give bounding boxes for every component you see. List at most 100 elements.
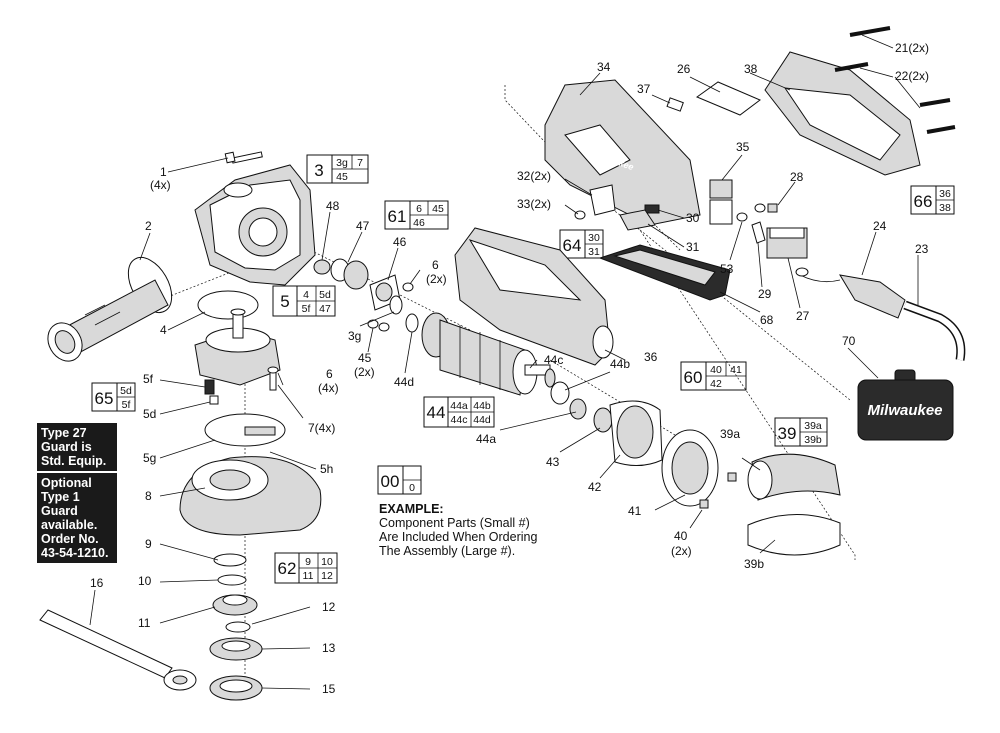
part-3g-ring: [389, 295, 403, 315]
svg-text:5f: 5f: [302, 303, 311, 315]
part-5f-5d-spring-pin: [204, 379, 219, 405]
example-title: EXAMPLE:: [379, 502, 444, 516]
callout-42: 42: [588, 480, 602, 494]
callout-5h: 5h: [320, 462, 333, 476]
svg-text:31: 31: [588, 246, 600, 258]
svg-text:64: 64: [563, 236, 582, 255]
part-44-armature: [405, 312, 556, 396]
part-34-handle-housing: Milwaukee: [544, 79, 701, 226]
callout-36: 36: [644, 350, 658, 364]
part-5g-clamp: [204, 413, 286, 447]
callout-15: 15: [322, 682, 336, 696]
callout-26: 26: [677, 62, 691, 76]
part-31-lever: [619, 209, 656, 231]
callout-38: 38: [744, 62, 758, 76]
svg-text:Milwaukee: Milwaukee: [867, 402, 942, 419]
example-legend: EXAMPLE: Component Parts (Small #) Are I…: [379, 502, 537, 558]
assembly-box-61: 61 6 45 46: [384, 200, 449, 230]
assembly-box-66: 66 36 38: [910, 185, 955, 215]
assembly-box-44: 44 44a 44b 44c 44d: [423, 396, 495, 428]
part-4-o-ring: [197, 290, 259, 320]
callout-37: 37: [637, 82, 651, 96]
callout-44d: 44d: [394, 375, 414, 389]
part-15-quick-nut: [209, 675, 263, 701]
callout-35: 35: [736, 140, 750, 154]
callout-46: 46: [393, 235, 407, 249]
svg-text:5f: 5f: [122, 399, 131, 411]
callout-41: 41: [628, 504, 642, 518]
callout-9: 9: [145, 537, 152, 551]
part-3-gear-case: [194, 164, 316, 286]
part-12-ring: [225, 621, 251, 633]
svg-text:38: 38: [939, 202, 951, 214]
svg-text:65: 65: [95, 389, 114, 408]
part-39b-clamp: [747, 514, 841, 556]
svg-text:60: 60: [684, 368, 703, 387]
assembly-box-60: 60 40 41 42: [680, 361, 747, 391]
assembly-box-62: 62 9 10 11 12: [274, 552, 338, 584]
callout-44a: 44a: [476, 432, 496, 446]
type-27-guard-note: Type 27 Guard is Std. Equip. Optional Ty…: [37, 423, 117, 563]
svg-text:00: 00: [381, 472, 400, 491]
callout-39a: 39a: [720, 427, 740, 441]
callout-45: 45: [358, 351, 372, 365]
svg-text:12: 12: [321, 570, 333, 582]
note-divider: [37, 471, 117, 473]
callout-10: 10: [138, 574, 152, 588]
callout-40-qty: (2x): [671, 544, 692, 558]
svg-text:9: 9: [305, 556, 311, 568]
callout-4: 4: [160, 323, 167, 337]
callout-27: 27: [796, 309, 810, 323]
callout-33: 33(2x): [517, 197, 551, 211]
callout-43: 43: [546, 455, 560, 469]
callout-3g: 3g: [348, 329, 361, 343]
callout-5f: 5f: [143, 372, 154, 386]
callout-34: 34: [597, 60, 611, 74]
part-29-terminal: [751, 221, 766, 244]
svg-text:36: 36: [939, 188, 951, 200]
svg-text:66: 66: [914, 192, 933, 211]
callout-30: 30: [686, 211, 700, 225]
svg-text:4: 4: [303, 289, 309, 301]
assembly-box-5: 5 4 5d 5f 47: [272, 285, 336, 317]
callout-13: 13: [322, 641, 336, 655]
callout-53: 53: [720, 262, 734, 276]
svg-text:5: 5: [280, 292, 289, 311]
part-22-screws: [919, 98, 956, 134]
svg-text:62: 62: [278, 559, 297, 578]
svg-text:46: 46: [413, 217, 425, 229]
note-line: Order No.: [41, 532, 99, 546]
svg-text:39: 39: [778, 424, 797, 443]
svg-text:11: 11: [303, 570, 314, 582]
part-11-inner-flange: [212, 594, 258, 616]
svg-text:3g: 3g: [336, 157, 348, 169]
svg-text:45: 45: [432, 203, 444, 215]
part-42-baffle: [609, 400, 663, 466]
svg-text:7: 7: [357, 157, 363, 169]
svg-text:45: 45: [336, 171, 348, 183]
svg-text:40: 40: [710, 364, 722, 376]
svg-text:5d: 5d: [120, 385, 132, 397]
callout-6: 6: [326, 367, 333, 381]
callout-48: 48: [326, 199, 340, 213]
callout-2: 2: [145, 219, 152, 233]
svg-text:10: 10: [321, 556, 333, 568]
part-30-spring: [644, 204, 660, 214]
part-23-cord: [903, 300, 966, 361]
part-43-bearing: [593, 407, 613, 433]
svg-text:44a: 44a: [450, 400, 468, 412]
callout-8: 8: [145, 489, 152, 503]
callout-24: 24: [873, 219, 887, 233]
callout-47: 47: [356, 219, 370, 233]
callout-32: 32(2x): [517, 169, 551, 183]
callout-31: 31: [686, 240, 700, 254]
callout-5d: 5d: [143, 407, 156, 421]
callout-40: 40: [674, 529, 688, 543]
callout-44c: 44c: [544, 353, 563, 367]
part-16-spanner: [39, 609, 197, 691]
part-6-screw: [402, 282, 414, 292]
callout-28: 28: [790, 170, 804, 184]
part-10-ring: [217, 574, 247, 586]
callout-6b-qty: (2x): [426, 272, 447, 286]
